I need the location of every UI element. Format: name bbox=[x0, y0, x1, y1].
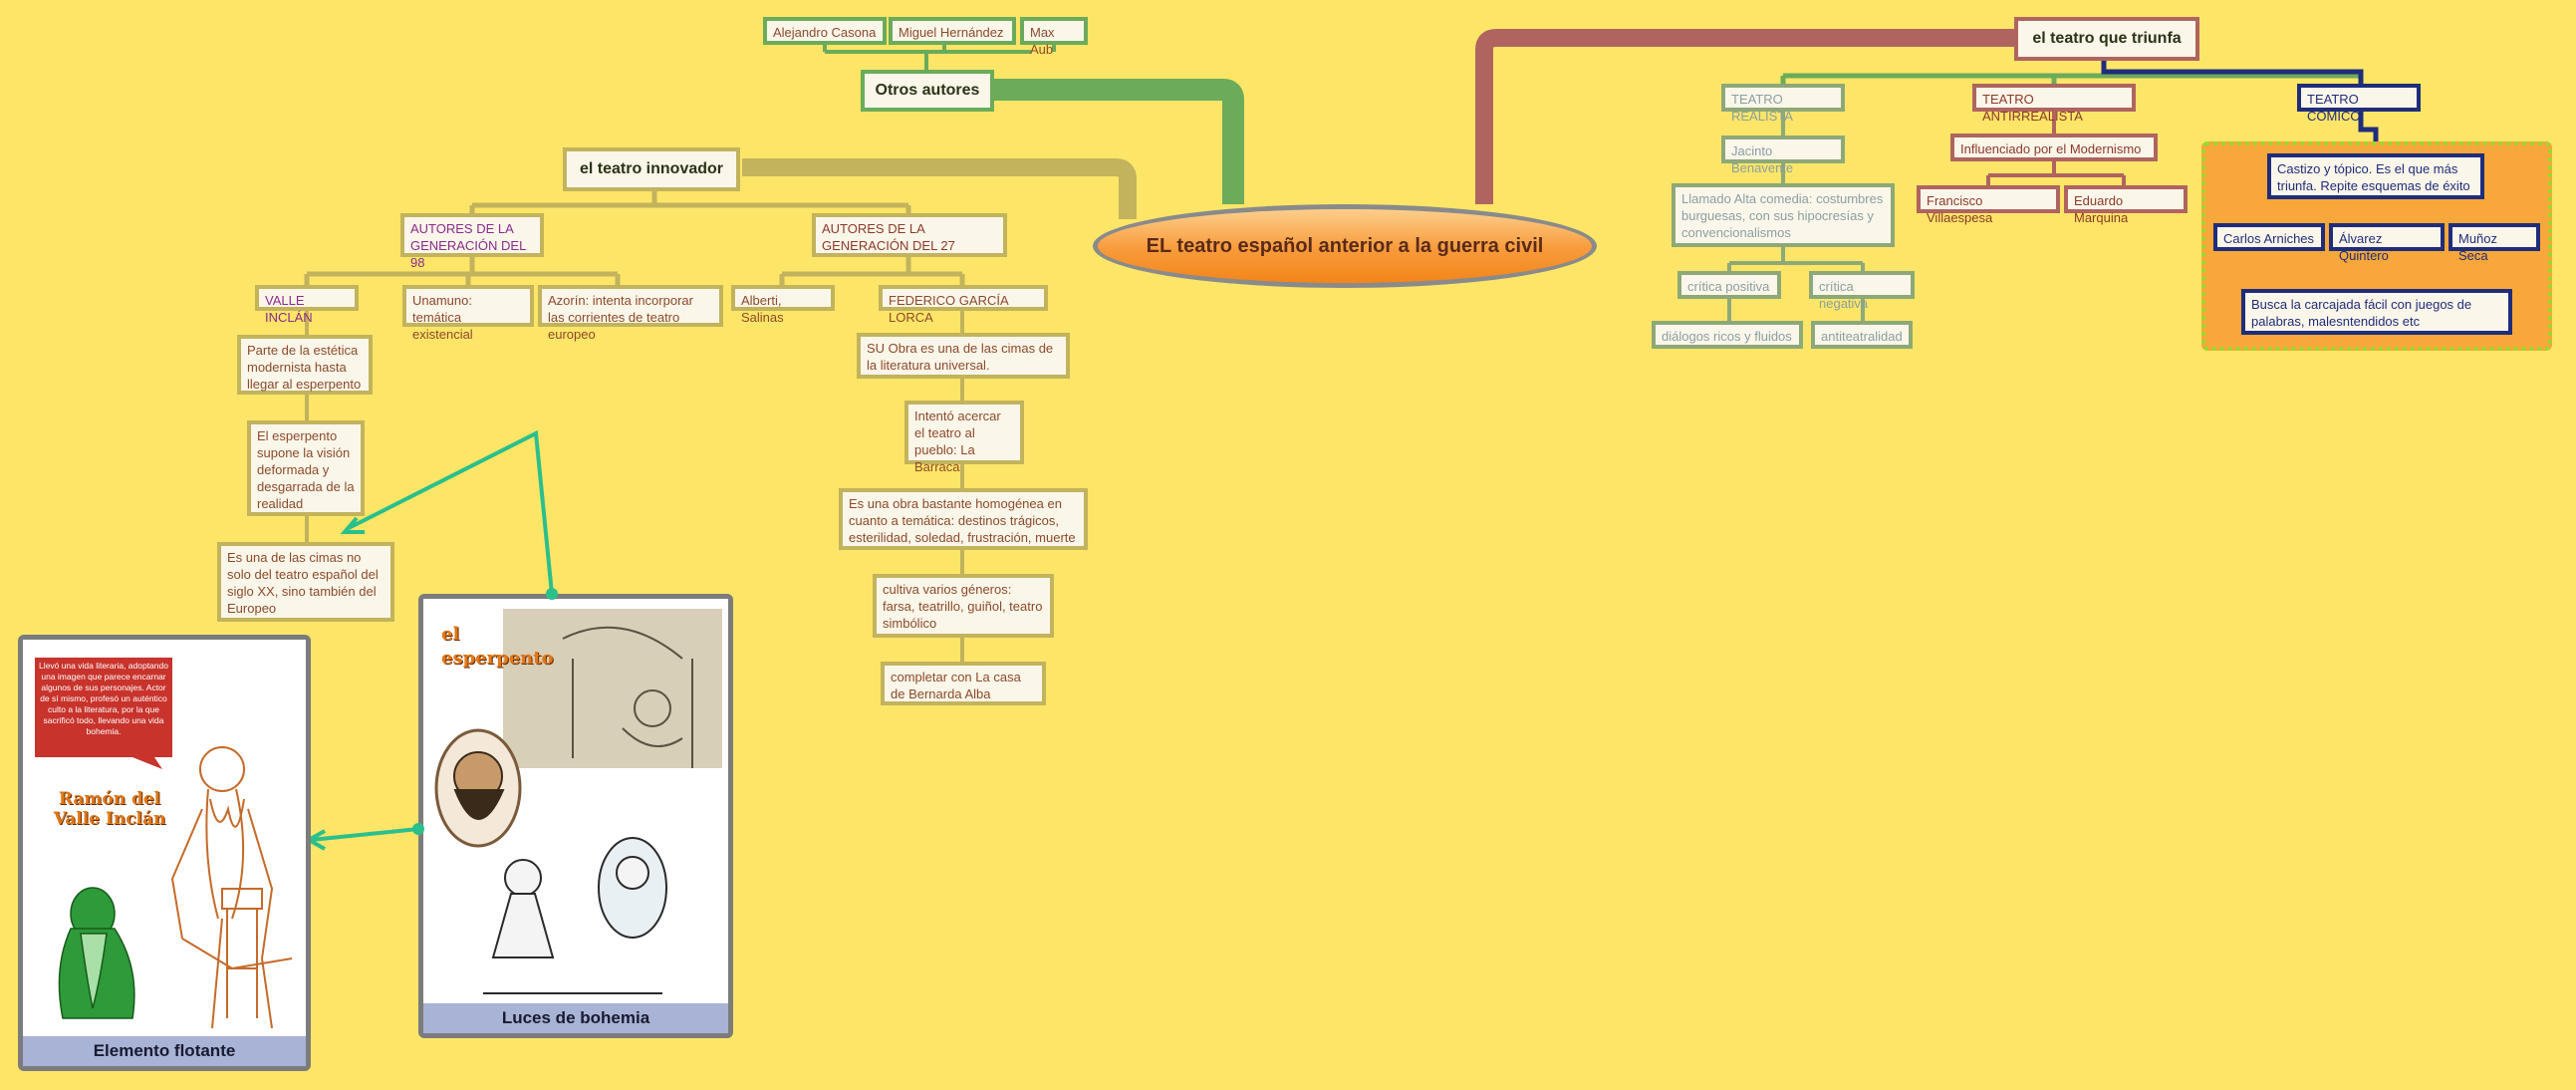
lorca-chain-node[interactable]: Intentó acercar el teatro al pueblo: La … bbox=[904, 401, 1024, 474]
otros-autores-node[interactable]: Otros autores bbox=[861, 70, 994, 112]
dialogos-label: diálogos ricos y fluidos bbox=[1662, 329, 1792, 344]
critica-positiva-label: crítica positiva bbox=[1687, 279, 1770, 294]
gen27-node[interactable]: AUTORES DE LA GENERACIÓN DEL 27 bbox=[812, 213, 1007, 257]
valle-chain-label: El esperpento supone la visión deformada… bbox=[257, 428, 355, 511]
teatro-triunfa-node[interactable]: el teatro que triunfa bbox=[2014, 17, 2199, 61]
central-topic[interactable]: EL teatro español anterior a la guerra c… bbox=[1093, 204, 1597, 288]
biography-bubble: Llevó una vida literaria, adoptando una … bbox=[35, 658, 172, 757]
modernismo-node[interactable]: Influenciado por el Modernismo bbox=[1950, 134, 2158, 161]
lorca-chain-label: cultiva varios géneros: farsa, teatrillo… bbox=[883, 582, 1043, 631]
lorca-chain-node[interactable]: cultiva varios géneros: farsa, teatrillo… bbox=[873, 574, 1054, 638]
valle-inclan-title-art: Ramón del Valle Inclán bbox=[53, 789, 166, 829]
elemento-flotante-card[interactable]: Llevó una vida literaria, adoptando una … bbox=[18, 635, 311, 1071]
castizo-node[interactable]: Castizo y tópico. Es el que más triunfa.… bbox=[2267, 153, 2484, 199]
arniches-label: Carlos Arniches bbox=[2223, 231, 2315, 246]
valle-chain-node[interactable]: Parte de la estética modernista hasta ll… bbox=[237, 335, 373, 395]
luces-de-bohemia-card[interactable]: el esperpento Luces de bohemia bbox=[418, 594, 733, 1038]
author-label: Miguel Hernández bbox=[899, 25, 1004, 40]
munoz-seca-node[interactable]: Muñoz Seca bbox=[2448, 223, 2540, 263]
antiteatralidad-label: antiteatralidad bbox=[1821, 329, 1903, 344]
lorca-label: FEDERICO GARCÍA LORCA bbox=[889, 293, 1008, 325]
author-label: Alejandro Casona bbox=[773, 25, 877, 40]
villaespesa-node[interactable]: Francisco Villaespesa bbox=[1917, 185, 2060, 225]
teatro-antirrealista-node[interactable]: TEATRO ANTIRREALISTA bbox=[1972, 84, 2136, 124]
gen27-label: AUTORES DE LA GENERACIÓN DEL 27 bbox=[822, 221, 955, 253]
marquina-node[interactable]: Eduardo Marquina bbox=[2064, 185, 2188, 225]
munoz-seca-label: Muñoz Seca bbox=[2458, 231, 2498, 263]
pointer-anchor[interactable] bbox=[412, 823, 424, 835]
valle-inclan-label: VALLE INCLÁN bbox=[265, 293, 313, 325]
alberti-label: Alberti, Salinas bbox=[741, 293, 784, 325]
teatro-innovador-label: el teatro innovador bbox=[579, 160, 724, 177]
arniches-node[interactable]: Carlos Arniches bbox=[2213, 223, 2325, 251]
unamuno-node[interactable]: Unamuno: temática existencial bbox=[402, 285, 534, 342]
antiteatralidad-node[interactable]: antiteatralidad bbox=[1811, 321, 1913, 349]
pointer-anchor[interactable] bbox=[546, 588, 558, 600]
castizo-label: Castizo y tópico. Es el que más triunfa.… bbox=[2277, 161, 2470, 193]
author-label: Max Aub bbox=[1030, 25, 1055, 57]
valle-inclan-node[interactable]: VALLE INCLÁN bbox=[255, 285, 359, 325]
valle-chain-label: Parte de la estética modernista hasta ll… bbox=[247, 343, 362, 392]
valle-chain-node[interactable]: El esperpento supone la visión deformada… bbox=[247, 420, 365, 516]
quintero-node[interactable]: Álvarez Quintero bbox=[2329, 223, 2445, 263]
quintero-label: Álvarez Quintero bbox=[2339, 231, 2389, 263]
gen98-node[interactable]: AUTORES DE LA GENERACIÓN DEL 98 bbox=[400, 213, 544, 270]
lorca-chain-label: completar con La casa de Bernarda Alba bbox=[891, 670, 1021, 701]
teatro-realista-label: TEATRO REALISTA bbox=[1731, 92, 1793, 124]
author-node[interactable]: Max Aub bbox=[1020, 17, 1088, 57]
azorin-label: Azorín: intenta incorporar las corriente… bbox=[548, 293, 693, 342]
otros-autores-label: Otros autores bbox=[875, 82, 980, 99]
critica-negativa-label: crítica negativa bbox=[1819, 279, 1869, 311]
lorca-chain-node[interactable]: SU Obra es una de las cimas de la litera… bbox=[857, 333, 1070, 379]
lorca-chain-label: Es una obra bastante homogénea en cuanto… bbox=[849, 496, 1076, 545]
lorca-node[interactable]: FEDERICO GARCÍA LORCA bbox=[879, 285, 1048, 325]
teatro-comico-node[interactable]: TEATRO CÓMICO bbox=[2297, 84, 2421, 124]
teatro-realista-node[interactable]: TEATRO REALISTA bbox=[1721, 84, 1845, 124]
author-node[interactable]: Miguel Hernández bbox=[889, 17, 1016, 45]
teatro-comico-label: TEATRO CÓMICO bbox=[2307, 92, 2361, 124]
modernismo-label: Influenciado por el Modernismo bbox=[1960, 141, 2142, 156]
teatro-antirrealista-label: TEATRO ANTIRREALISTA bbox=[1982, 92, 2083, 124]
critica-positiva-node[interactable]: crítica positiva bbox=[1677, 271, 1781, 299]
dialogos-node[interactable]: diálogos ricos y fluidos bbox=[1652, 321, 1803, 349]
biography-text: Llevó una vida literaria, adoptando una … bbox=[39, 661, 168, 736]
central-topic-label: EL teatro español anterior a la guerra c… bbox=[1146, 234, 1544, 257]
gen98-label: AUTORES DE LA GENERACIÓN DEL 98 bbox=[410, 221, 526, 270]
card-caption: Luces de bohemia bbox=[423, 1003, 728, 1033]
lorca-chain-label: Intentó acercar el teatro al pueblo: La … bbox=[914, 409, 1001, 474]
card-caption: Elemento flotante bbox=[23, 1036, 306, 1066]
lorca-chain-node[interactable]: completar con La casa de Bernarda Alba bbox=[881, 662, 1046, 705]
valle-chain-label: Es una de las cimas no solo del teatro e… bbox=[227, 550, 379, 616]
teatro-innovador-node[interactable]: el teatro innovador bbox=[563, 147, 740, 191]
benavente-node[interactable]: Jacinto Benavente bbox=[1721, 136, 1845, 175]
carcajada-label: Busca la carcajada fácil con juegos de p… bbox=[2251, 297, 2472, 329]
carcajada-node[interactable]: Busca la carcajada fácil con juegos de p… bbox=[2241, 289, 2512, 335]
lorca-chain-label: SU Obra es una de las cimas de la litera… bbox=[867, 341, 1054, 373]
esperpento-illustration bbox=[423, 599, 728, 1001]
benavente-label: Jacinto Benavente bbox=[1731, 143, 1794, 175]
critica-negativa-node[interactable]: crítica negativa bbox=[1809, 271, 1915, 311]
unamuno-label: Unamuno: temática existencial bbox=[412, 293, 473, 342]
alta-comedia-node[interactable]: Llamado Alta comedia: costumbres burgues… bbox=[1672, 183, 1895, 247]
esperpento-title-art: el esperpento bbox=[441, 624, 554, 669]
author-node[interactable]: Alejandro Casona bbox=[763, 17, 887, 45]
alberti-node[interactable]: Alberti, Salinas bbox=[731, 285, 835, 325]
marquina-label: Eduardo Marquina bbox=[2074, 193, 2129, 225]
alta-comedia-label: Llamado Alta comedia: costumbres burgues… bbox=[1681, 191, 1884, 240]
lorca-chain-node[interactable]: Es una obra bastante homogénea en cuanto… bbox=[839, 488, 1088, 550]
valle-chain-node[interactable]: Es una de las cimas no solo del teatro e… bbox=[217, 542, 394, 622]
villaespesa-label: Francisco Villaespesa bbox=[1927, 193, 1993, 225]
teatro-triunfa-label: el teatro que triunfa bbox=[2032, 30, 2182, 47]
azorin-node[interactable]: Azorín: intenta incorporar las corriente… bbox=[538, 285, 723, 342]
